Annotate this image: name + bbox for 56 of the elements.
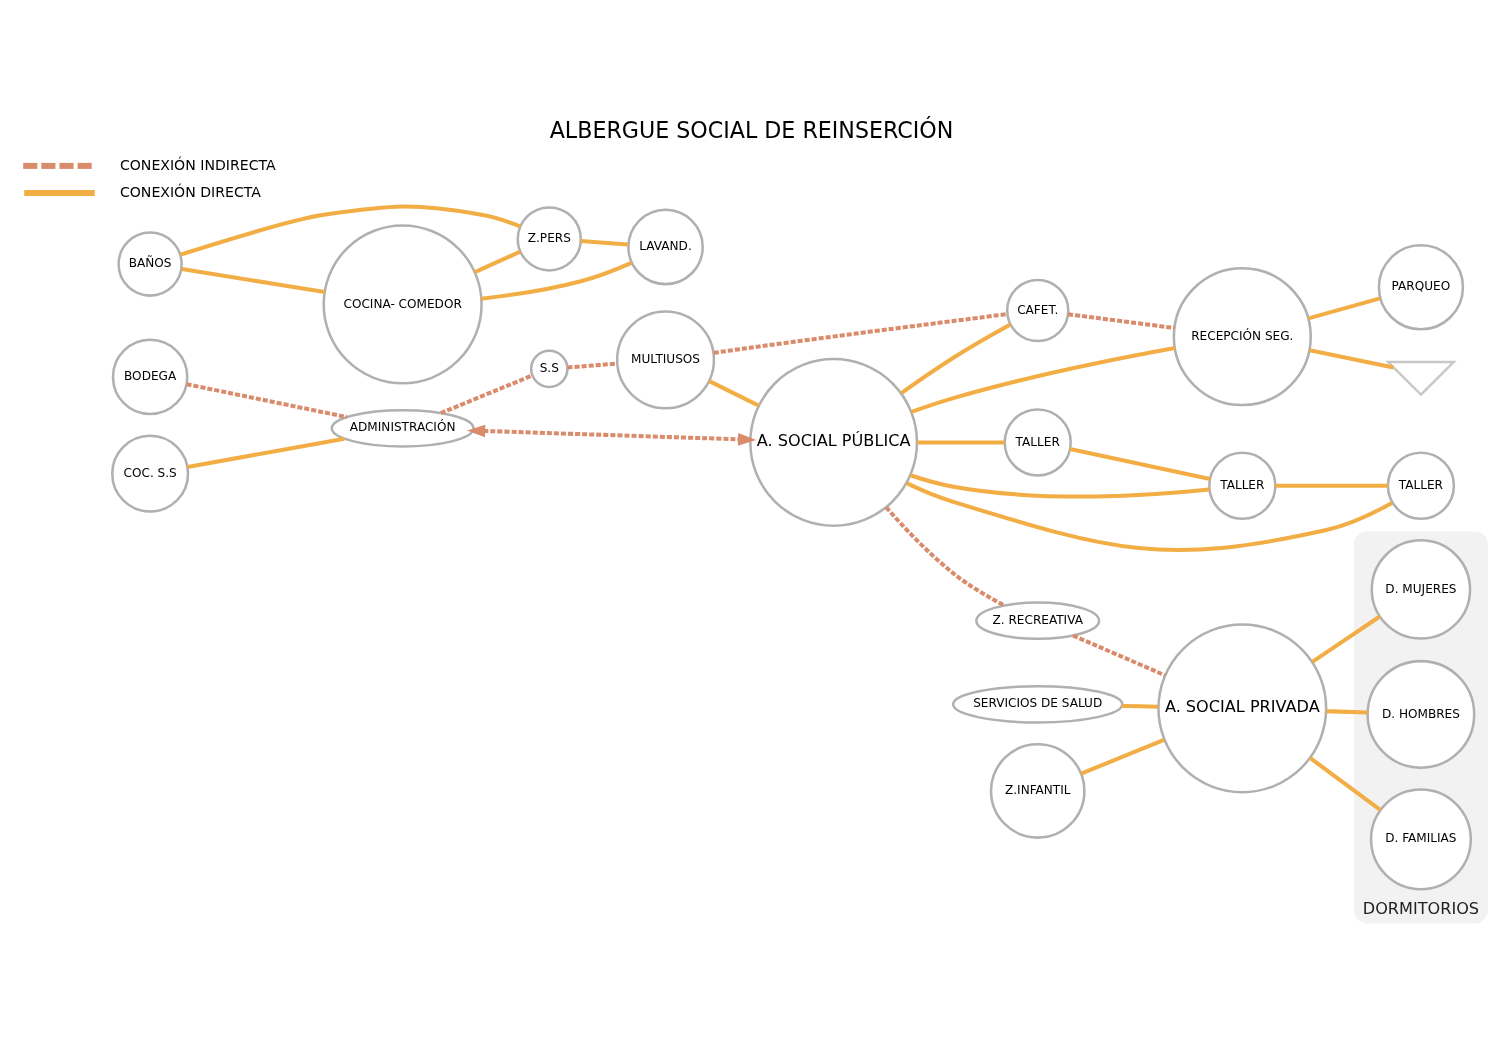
node-circle: LAVAND. <box>627 208 704 286</box>
connector <box>1309 348 1394 370</box>
node-circle: D. FAMILIAS <box>1369 788 1473 891</box>
node-circle: RECEPCIÓN SEG. <box>1172 266 1312 407</box>
node-circle: COC. S.S <box>111 434 190 513</box>
node-ellipse: Z. RECREATIVA <box>975 601 1101 641</box>
node-circle: TALLER <box>1208 451 1277 520</box>
connector <box>186 382 348 420</box>
node-circle: TALLER <box>1003 408 1072 477</box>
node-circle: A. SOCIAL PÚBLICA <box>749 357 919 527</box>
connector <box>1275 483 1388 488</box>
connector <box>884 505 1006 608</box>
node-circle: TALLER <box>1386 451 1456 520</box>
connector <box>181 267 325 294</box>
legend-label: CONEXIÓN DIRECTA <box>119 183 261 200</box>
connector <box>917 440 1005 445</box>
node-triangle <box>1385 360 1457 397</box>
node-circle: Z.PERS <box>516 206 583 272</box>
node-circle: BAÑOS <box>117 231 183 297</box>
connector <box>1311 614 1381 664</box>
node-circle: MULTIUSOS <box>615 310 716 410</box>
connector <box>1072 633 1166 678</box>
connector <box>713 312 1008 355</box>
connector <box>900 322 1012 395</box>
node-circle: S.S <box>529 349 569 389</box>
connector <box>1069 447 1211 481</box>
connector <box>1067 312 1175 330</box>
node-circle: D. MUJERES <box>1370 539 1472 640</box>
connector <box>1308 296 1381 321</box>
node-circle: Z.INFANTIL <box>989 743 1086 839</box>
connector <box>909 473 1210 499</box>
connector <box>481 261 633 301</box>
connector <box>1080 737 1165 776</box>
connector <box>1309 756 1382 812</box>
connector <box>1326 709 1368 715</box>
connector <box>187 436 345 470</box>
legend-label: CONEXIÓN INDIRECTA <box>119 156 276 173</box>
connector <box>708 379 760 408</box>
node-circle: D. HOMBRES <box>1366 659 1476 769</box>
connector <box>179 204 521 257</box>
connector <box>440 373 533 415</box>
node-circle: BODEGA <box>111 338 189 416</box>
arrow <box>466 424 757 446</box>
node-ellipse: SERVICIOS DE SALUD <box>951 684 1124 724</box>
connector <box>910 345 1176 414</box>
node-ellipse: ADMINISTRACIÓN <box>330 408 475 448</box>
node-circle: COCINA- COMEDOR <box>322 224 483 385</box>
connector <box>580 239 629 247</box>
connector <box>905 481 1394 552</box>
node-circle: CAFET. <box>1005 278 1070 343</box>
node-circle: PARQUEO <box>1377 244 1465 331</box>
node-circle: A. SOCIAL PRIVADA <box>1157 623 1328 794</box>
connector <box>1121 703 1159 709</box>
connector <box>567 361 617 370</box>
connector <box>473 249 521 275</box>
diagram-title: ALBERGUE SOCIAL DE REINSERCIÓN <box>549 116 954 143</box>
